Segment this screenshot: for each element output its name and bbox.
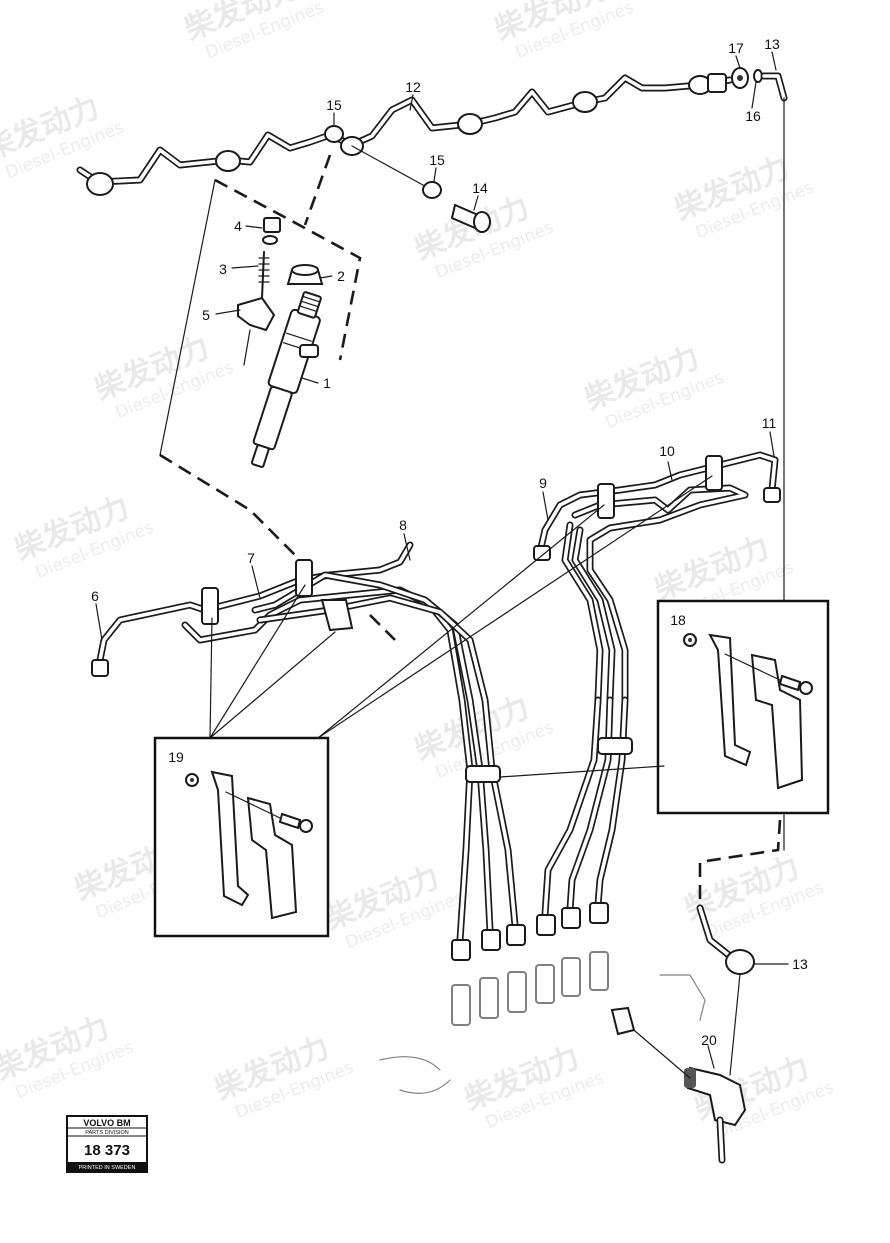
plate-printed: PRINTED IN SWEDEN — [79, 1165, 136, 1171]
pump-nut — [481, 929, 501, 951]
callout-6: 6 — [91, 588, 99, 604]
callout-3: 3 — [219, 261, 227, 277]
pipe-nut-9 — [533, 545, 551, 561]
detail-boundary — [303, 154, 332, 226]
banjo-fitting — [215, 150, 241, 172]
washer-15 — [324, 125, 344, 143]
callout-labels: 1 2 3 4 5 6 7 8 9 10 11 12 13 13 14 15 1… — [91, 36, 808, 1048]
callout-11: 11 — [762, 415, 777, 431]
banjo-fitting — [572, 91, 598, 113]
watermark-tile: 柴发动力 Diesel-Engines — [210, 1030, 357, 1123]
callout-1: 1 — [323, 375, 331, 391]
pipe-nut-11 — [763, 487, 781, 503]
callout-7: 7 — [247, 550, 255, 566]
callout-15-left: 15 — [326, 97, 342, 113]
callout-12: 12 — [405, 79, 421, 95]
pipe-clamp — [597, 483, 615, 519]
pump-feed-pipes — [451, 696, 633, 961]
pipe-clamp — [597, 737, 633, 755]
watermark-tile: 柴发动力 Diesel-Engines — [670, 150, 817, 243]
plate-division: PARTS DIVISION — [85, 1130, 129, 1136]
return-fuel-line — [76, 67, 788, 196]
pipe-clamp — [295, 559, 313, 597]
callout-4: 4 — [234, 218, 242, 234]
pipe-clamp — [705, 455, 723, 491]
watermark-tile: 柴发动力 Diesel-Engines — [490, 0, 637, 63]
bracket-detail-19 — [153, 736, 330, 938]
stud-3 — [258, 251, 270, 299]
callout-10: 10 — [659, 443, 675, 459]
callout-15-right: 15 — [429, 152, 445, 168]
watermark-tile: 柴发动力 Diesel-Engines — [320, 860, 467, 953]
pipe-nut-6 — [91, 659, 109, 677]
watermark-tile: 柴发动力 Diesel-Engines — [0, 90, 127, 183]
banjo-fitting — [457, 113, 483, 135]
callout-18: 18 — [670, 612, 686, 628]
watermark-layer: 柴发动力 Diesel-Engines 柴发动力 Diesel-Engines … — [0, 0, 837, 1143]
callout-19: 19 — [168, 749, 184, 765]
watermark-tile: 柴发动力 Diesel-Engines — [680, 850, 827, 943]
overflow-valve-20 — [686, 1066, 747, 1127]
banjo-fitting — [86, 172, 114, 196]
pipe-clamp — [465, 765, 501, 783]
pump-nut — [451, 939, 471, 961]
callout-13-top: 13 — [764, 36, 780, 52]
callout-14: 14 — [472, 180, 488, 196]
watermark-tile: 柴发动力 Diesel-Engines — [0, 1010, 137, 1103]
watermark-tile: 柴发动力 Diesel-Engines — [460, 1040, 607, 1133]
watermark-tile: 柴发动力 Diesel-Engines — [410, 190, 557, 283]
injector-nozzle — [251, 291, 322, 468]
pump-nut — [506, 924, 526, 946]
pump-nut — [561, 907, 581, 929]
watermark-tile: 柴发动力 Diesel-Engines — [580, 340, 727, 433]
callout-8: 8 — [399, 517, 407, 533]
plate-number: 18 373 — [84, 1142, 130, 1159]
reference-lines — [95, 51, 789, 1069]
plate-brand: VOLVO BM — [83, 1118, 130, 1128]
pump-nut — [589, 902, 609, 924]
right-delivery-pipes — [533, 451, 781, 704]
injector-detail — [159, 178, 362, 561]
clamp-5 — [237, 296, 276, 332]
overflow-line — [610, 97, 785, 1164]
callout-9: 9 — [539, 475, 547, 491]
callout-5: 5 — [202, 307, 210, 323]
watermark-tile: 柴发动力 Diesel-Engines — [180, 0, 327, 63]
parts-division-plate: VOLVO BM PARTS DIVISION 18 373 PRINTED I… — [66, 1115, 148, 1173]
watermark-tile: 柴发动力 Diesel-Engines — [10, 490, 157, 583]
callout-2: 2 — [337, 268, 345, 284]
pump-nut — [536, 914, 556, 936]
washer-15 — [422, 181, 442, 199]
callout-16: 16 — [745, 108, 761, 124]
banjo-bolt — [351, 145, 491, 233]
injection-pump-outlets — [379, 951, 706, 1094]
watermark-tile: 柴发动力 Diesel-Engines — [90, 330, 237, 423]
callout-17: 17 — [728, 40, 744, 56]
nut-4 — [263, 217, 281, 233]
pipe-clamp — [201, 587, 219, 625]
connector-nut — [707, 73, 727, 93]
callout-20: 20 — [701, 1032, 717, 1048]
banjo-13 — [725, 949, 755, 975]
bracket-detail-18 — [656, 599, 830, 815]
callout-13-bottom: 13 — [792, 956, 808, 972]
